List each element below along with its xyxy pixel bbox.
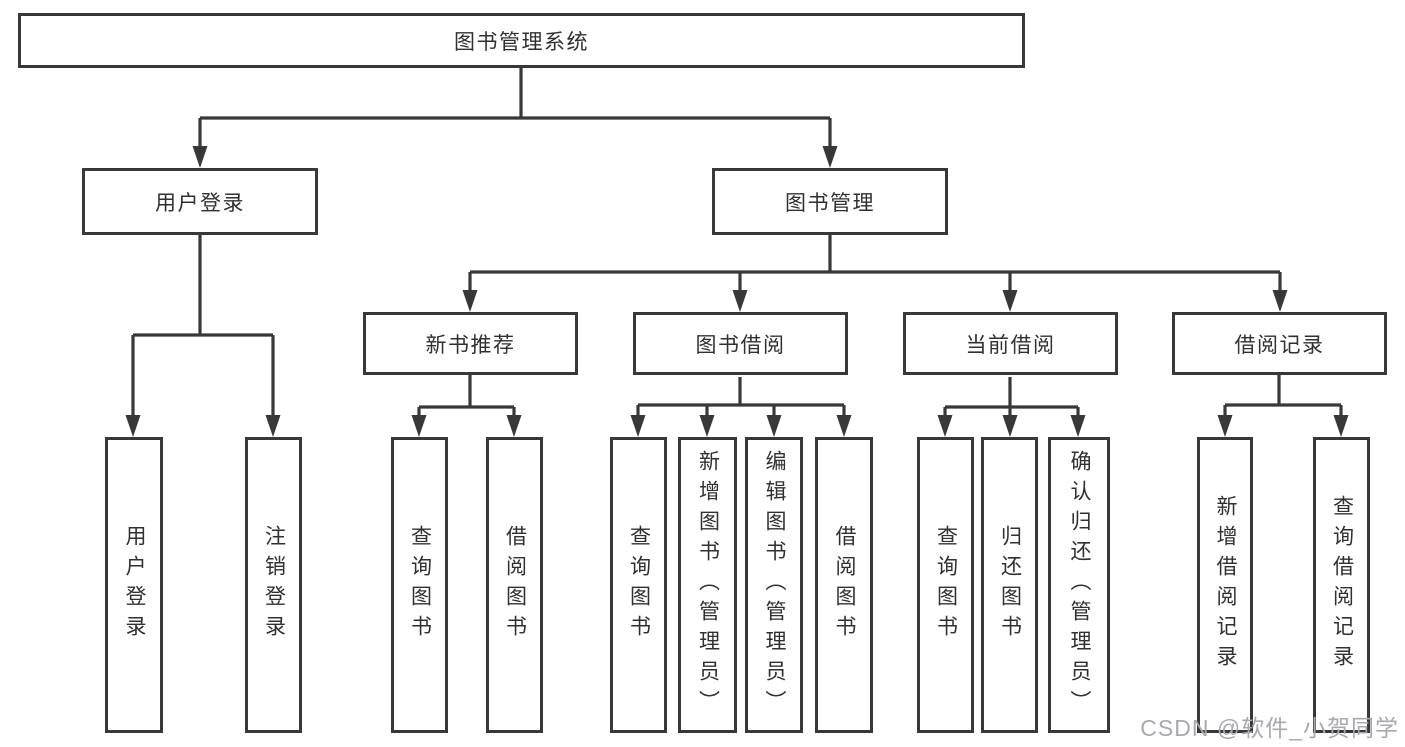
leaf-borrowing-edit-books-label: 编辑图书（管理员） — [763, 450, 786, 720]
node-new-book-recommend: 新书推荐 — [363, 312, 578, 375]
connector-rails — [133, 68, 1341, 409]
node-library-system-label: 图书管理系统 — [454, 30, 589, 54]
node-user-login-label: 用户登录 — [155, 191, 245, 215]
csdn-watermark: CSDN @软件_小贺同学 — [1140, 715, 1399, 741]
leaf-borrowing-edit-books: 编辑图书（管理员） — [745, 437, 803, 733]
leaf-current-confirm-return: 确认归还（管理员） — [1048, 437, 1110, 733]
leaf-borrowing-borrow-books-label: 借阅图书 — [833, 525, 856, 645]
node-current-borrowing-label: 当前借阅 — [965, 333, 1056, 357]
node-book-borrowing-label: 图书借阅 — [695, 333, 786, 357]
connector-arrowheads — [125, 146, 1349, 437]
leaf-recommend-query-books: 查询图书 — [391, 437, 448, 733]
node-library-system: 图书管理系统 — [18, 13, 1025, 68]
leaf-borrowing-query-books-label: 查询图书 — [627, 525, 651, 645]
leaf-current-return-books: 归还图书 — [981, 437, 1038, 733]
leaf-records-query-record-label: 查询借阅记录 — [1330, 495, 1354, 675]
leaf-borrowing-add-books: 新增图书（管理员） — [678, 437, 737, 733]
leaf-borrowing-query-books: 查询图书 — [610, 437, 667, 733]
node-book-borrowing: 图书借阅 — [633, 312, 848, 375]
leaf-borrowing-borrow-books: 借阅图书 — [815, 437, 873, 733]
node-user-login: 用户登录 — [82, 168, 318, 235]
leaf-recommend-borrow-books-label: 借阅图书 — [503, 525, 527, 645]
node-book-management-label: 图书管理 — [785, 191, 875, 215]
node-book-management: 图书管理 — [712, 168, 948, 235]
node-borrow-records-label: 借阅记录 — [1234, 333, 1325, 357]
leaf-current-return-books-label: 归还图书 — [998, 525, 1022, 645]
leaf-borrowing-add-books-label: 新增图书（管理员） — [696, 450, 720, 720]
node-current-borrowing: 当前借阅 — [903, 312, 1118, 375]
leaf-records-query-record: 查询借阅记录 — [1313, 437, 1370, 733]
leaf-current-confirm-return-label: 确认归还（管理员） — [1068, 450, 1091, 720]
leaf-logout: 注销登录 — [245, 437, 302, 733]
leaf-user-login-label: 用户登录 — [123, 525, 146, 645]
node-new-book-recommend-label: 新书推荐 — [425, 333, 516, 357]
leaf-records-add-record-label: 新增借阅记录 — [1214, 495, 1237, 675]
leaf-logout-label: 注销登录 — [262, 525, 286, 645]
leaf-current-query-books: 查询图书 — [917, 437, 974, 733]
leaf-records-add-record: 新增借阅记录 — [1197, 437, 1253, 733]
node-borrow-records: 借阅记录 — [1172, 312, 1387, 375]
leaf-recommend-query-books-label: 查询图书 — [408, 525, 432, 645]
leaf-recommend-borrow-books: 借阅图书 — [486, 437, 543, 733]
leaf-current-query-books-label: 查询图书 — [934, 525, 958, 645]
leaf-user-login: 用户登录 — [105, 437, 163, 733]
